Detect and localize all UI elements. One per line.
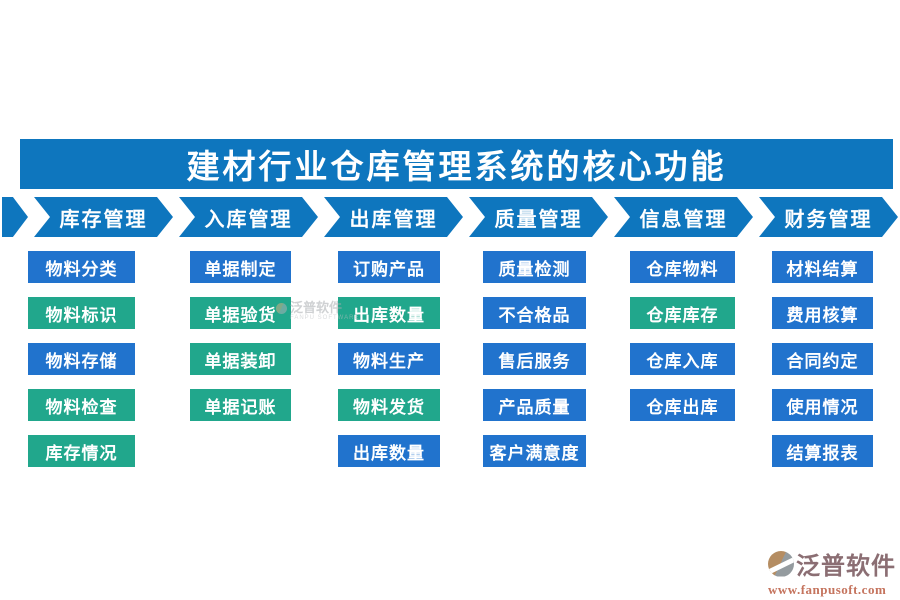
function-button[interactable]: 物料标识 — [28, 297, 135, 329]
function-button[interactable]: 使用情况 — [772, 389, 873, 421]
function-button[interactable]: 单据装卸 — [190, 343, 291, 375]
function-button[interactable]: 合同约定 — [772, 343, 873, 375]
ribbon: 库存管理入库管理出库管理质量管理信息管理财务管理 — [2, 197, 898, 237]
function-button[interactable]: 单据验货 — [190, 297, 291, 329]
function-button[interactable]: 结算报表 — [772, 435, 873, 467]
ribbon-segment-2[interactable]: 入库管理 — [179, 197, 318, 237]
column-3: 订购产品出库数量物料生产物料发货出库数量 — [338, 251, 440, 467]
function-button[interactable]: 质量检测 — [483, 251, 586, 283]
function-button[interactable]: 仓库库存 — [630, 297, 735, 329]
function-button[interactable]: 仓库物料 — [630, 251, 735, 283]
vendor-url-link[interactable]: www.fanpusoft.com — [768, 582, 887, 597]
function-button[interactable]: 物料发货 — [338, 389, 440, 421]
function-button[interactable]: 费用核算 — [772, 297, 873, 329]
function-button[interactable]: 物料生产 — [338, 343, 440, 375]
function-button[interactable]: 出库数量 — [338, 297, 440, 329]
function-button[interactable]: 库存情况 — [28, 435, 135, 467]
function-button[interactable]: 售后服务 — [483, 343, 586, 375]
function-button[interactable]: 订购产品 — [338, 251, 440, 283]
vendor-logo: 泛普软件 www.fanpusoft.com — [768, 546, 896, 598]
function-button[interactable]: 不合格品 — [483, 297, 586, 329]
fanpu-logo-icon — [768, 550, 794, 577]
function-button[interactable]: 客户满意度 — [483, 435, 586, 467]
column-4: 质量检测不合格品售后服务产品质量客户满意度 — [483, 251, 586, 467]
watermark-subtext: FANPU SOFTWARE — [290, 315, 360, 322]
function-button[interactable]: 单据记账 — [190, 389, 291, 421]
function-button[interactable]: 仓库出库 — [630, 389, 735, 421]
page-title: 建材行业仓库管理系统的核心功能 — [20, 139, 893, 189]
ribbon-segment-5[interactable]: 信息管理 — [614, 197, 753, 237]
column-2: 单据制定单据验货单据装卸单据记账 — [190, 251, 291, 421]
function-button[interactable]: 出库数量 — [338, 435, 440, 467]
function-button[interactable]: 物料检查 — [28, 389, 135, 421]
function-button[interactable]: 材料结算 — [772, 251, 873, 283]
function-button[interactable]: 物料存储 — [28, 343, 135, 375]
column-6: 材料结算费用核算合同约定使用情况结算报表 — [772, 251, 873, 467]
ribbon-segment-4[interactable]: 质量管理 — [469, 197, 608, 237]
function-button[interactable]: 物料分类 — [28, 251, 135, 283]
ribbon-segment-6[interactable]: 财务管理 — [759, 197, 898, 237]
fanpu-logo-icon — [276, 303, 287, 314]
column-1: 物料分类物料标识物料存储物料检查库存情况 — [28, 251, 135, 467]
watermark: 泛普软件 FANPU SOFTWARE — [276, 300, 360, 322]
watermark-text: 泛普软件 — [290, 300, 343, 315]
function-button[interactable]: 产品质量 — [483, 389, 586, 421]
ribbon-segment-1[interactable]: 库存管理 — [34, 197, 173, 237]
ribbon-segment-3[interactable]: 出库管理 — [324, 197, 463, 237]
function-button[interactable]: 仓库入库 — [630, 343, 735, 375]
column-5: 仓库物料仓库库存仓库入库仓库出库 — [630, 251, 735, 421]
function-button[interactable]: 单据制定 — [190, 251, 291, 283]
vendor-name: 泛普软件 — [796, 553, 896, 580]
